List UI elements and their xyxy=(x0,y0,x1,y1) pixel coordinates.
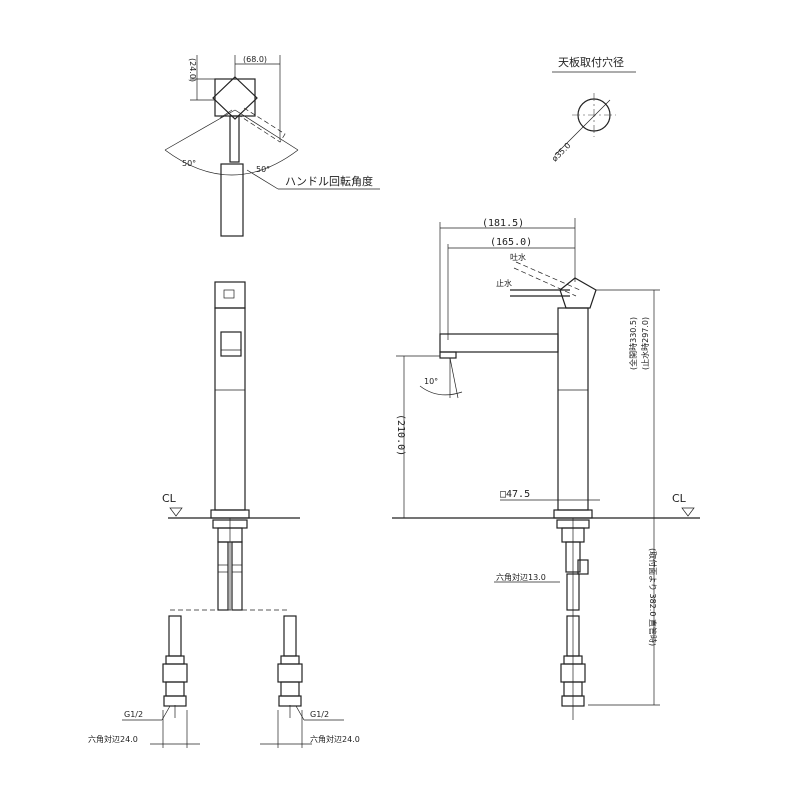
dim-181-label: (181.5) xyxy=(482,218,524,229)
hex-right-label: 六角対辺24.0 xyxy=(310,734,360,744)
hex-13-label: 六角対辺13.0 xyxy=(496,572,546,582)
spout-label: 吐水 xyxy=(510,252,526,262)
top-view: 50° 50° ハンドル回転角度 (24.0) (68.0) xyxy=(164,55,380,237)
g-left-label: G1/2 xyxy=(124,710,143,719)
hex-left-label: 六角対辺24.0 xyxy=(88,734,138,744)
left-supply-pipe xyxy=(168,615,182,657)
right-supply-pipe xyxy=(283,615,297,657)
pipe-length-label: (取付面より 382.0 直管時) xyxy=(648,548,658,646)
top-view-body xyxy=(214,78,256,117)
g-right-label: G1/2 xyxy=(310,710,329,719)
angle-right-label: 50° xyxy=(256,165,270,174)
front-handle-cap xyxy=(214,281,246,309)
overall-height-label: (全開時330.5) xyxy=(628,317,638,370)
angle-10-label: 10° xyxy=(424,377,438,386)
front-aerator xyxy=(220,331,242,357)
stop-height-label: (止水時297.0) xyxy=(640,317,650,370)
top-view-lever xyxy=(229,115,240,163)
angle-left-label: 50° xyxy=(182,159,196,168)
side-handle xyxy=(559,277,597,309)
top-view-handle xyxy=(212,76,258,120)
mount-hole-detail: 天板取付穴径 ø35.0 xyxy=(550,55,636,163)
side-view: 吐水 止水 (181.5) (165.0) 10° (210.0) □47.5 … xyxy=(392,218,700,720)
top-view-spout xyxy=(220,163,244,237)
dim-24-label: (24.0) xyxy=(188,58,197,82)
dim-47-label: □47.5 xyxy=(500,489,530,500)
rotation-arc xyxy=(164,149,299,176)
front-view: CL G1/2 G1/2 xyxy=(88,281,360,748)
mount-hole-title: 天板取付穴径 xyxy=(558,55,624,69)
dim-165-label: (165.0) xyxy=(490,237,532,248)
mount-hole-diameter: ø35.0 xyxy=(550,141,572,163)
stop-label: 止水 xyxy=(496,278,512,288)
side-body xyxy=(557,307,589,511)
top-view-rotated-lever xyxy=(239,107,286,143)
front-centerline-label: CL xyxy=(162,492,177,505)
side-spout xyxy=(439,333,559,353)
dim-68-label: (68.0) xyxy=(243,55,267,64)
dim-210-label: (210.0) xyxy=(395,414,406,456)
side-centerline-label: CL xyxy=(672,492,687,505)
handle-rotation-label: ハンドル回転角度 xyxy=(285,174,373,188)
